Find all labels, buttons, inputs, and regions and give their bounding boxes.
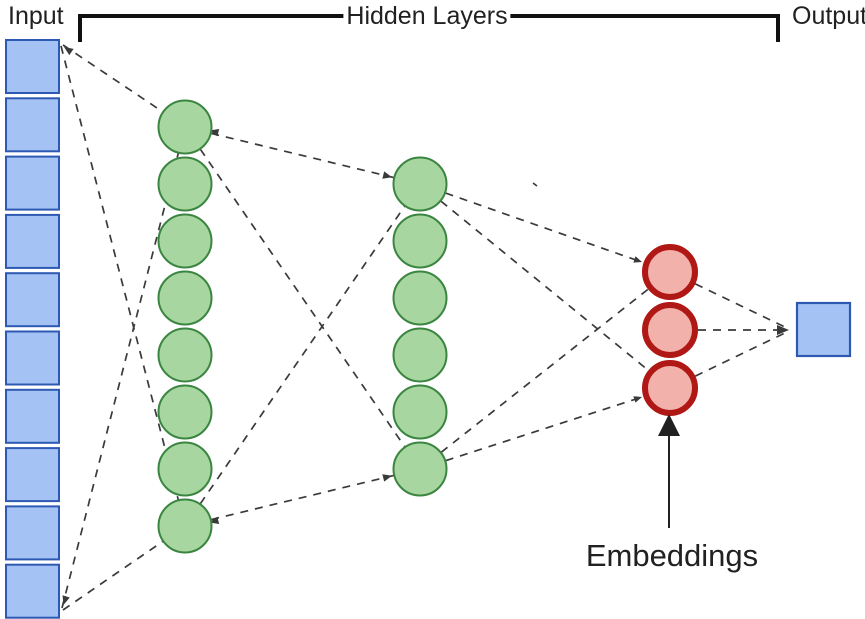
hidden1-node xyxy=(157,270,213,326)
connection-edge xyxy=(445,192,644,264)
connection-edge xyxy=(211,474,394,521)
edge-arrowhead-icon xyxy=(62,595,70,605)
hidden2-node xyxy=(392,156,448,212)
connection-edge xyxy=(440,288,649,453)
embedding-node xyxy=(642,302,698,358)
hidden1-node xyxy=(157,99,213,155)
embedding-node xyxy=(642,244,698,300)
input-node xyxy=(5,272,60,328)
hidden1-node xyxy=(157,327,213,383)
connection-edge xyxy=(60,45,180,501)
hidden-layers-label: Hidden Layers xyxy=(343,2,511,30)
hidden2-node xyxy=(392,213,448,269)
stray-mark xyxy=(532,182,538,187)
connection-edge xyxy=(694,283,789,330)
hidden2-node xyxy=(392,384,448,440)
input-node xyxy=(5,213,60,269)
hidden1-node xyxy=(157,213,213,269)
input-node xyxy=(5,155,60,211)
hidden2-node xyxy=(392,441,448,497)
hidden2-node xyxy=(392,270,448,326)
input-node xyxy=(5,388,60,444)
input-node xyxy=(5,39,60,94)
embedding-node xyxy=(642,360,698,416)
connection-edge xyxy=(62,44,164,113)
embeddings-label: Embeddings xyxy=(585,538,759,573)
embeddings-pointer-arrowhead-icon xyxy=(658,414,680,436)
input-node xyxy=(5,447,60,503)
hidden1-node xyxy=(157,441,213,497)
connection-edge xyxy=(694,330,789,377)
connection-edge xyxy=(445,395,644,462)
edge-arrowhead-icon xyxy=(777,324,789,336)
input-node xyxy=(5,563,60,619)
edge-arrowhead-icon xyxy=(633,256,642,263)
edge-arrowhead-icon xyxy=(382,171,392,179)
hidden2-node xyxy=(392,327,448,383)
connection-edge xyxy=(440,200,649,371)
input-node xyxy=(5,505,60,561)
input-node xyxy=(5,97,60,153)
connection-edge xyxy=(61,152,180,609)
output-label: Output xyxy=(792,2,865,30)
edge-arrowhead-icon xyxy=(64,47,74,56)
hidden1-node xyxy=(157,156,213,212)
connection-edge xyxy=(199,148,406,448)
connection-edge xyxy=(199,205,406,505)
input-label: Input xyxy=(8,2,64,30)
edge-arrowhead-icon xyxy=(382,474,392,482)
connection-edge xyxy=(211,132,394,179)
input-node xyxy=(5,330,60,386)
output-node xyxy=(795,301,852,358)
edge-arrowhead-icon xyxy=(633,396,642,403)
hidden1-node xyxy=(157,384,213,440)
connection-edge xyxy=(62,540,164,611)
hidden1-node xyxy=(157,498,213,554)
